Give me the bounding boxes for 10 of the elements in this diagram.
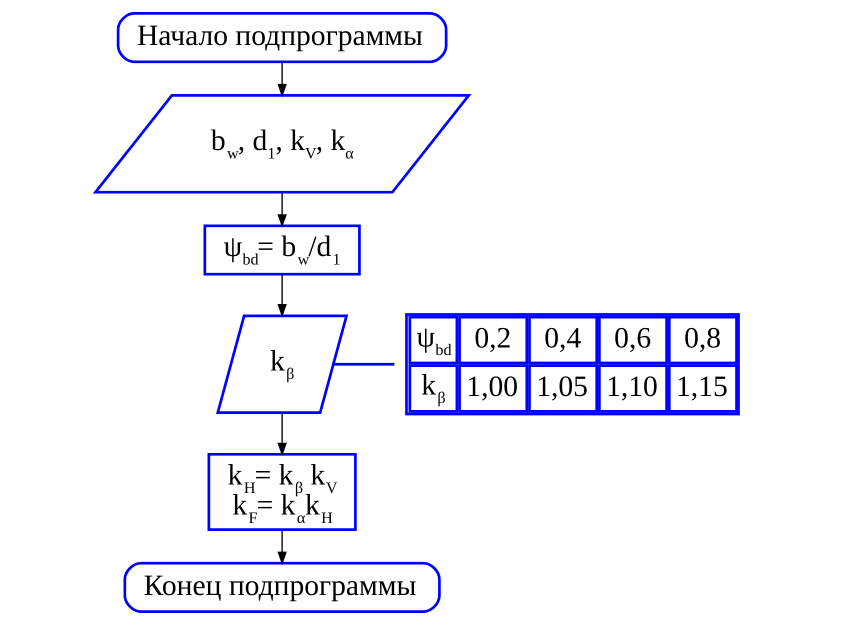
node-box: Конец подпрограммы (123, 562, 440, 613)
connector (333, 362, 394, 366)
arrow (276, 412, 286, 456)
arrow (276, 274, 286, 318)
node-box: Начало подпрограммы (116, 12, 447, 64)
arrow (276, 530, 286, 566)
arrow (276, 192, 286, 228)
node-box: ψ$_{bd}$= b$_{w}$/d$_{1}$ (202, 224, 360, 276)
arrow (276, 62, 286, 98)
node-box: k$_{H}$= k$_{β}$ k$_{V}$ k$_{F}$= k$_{α}$k$_{H}$ (207, 452, 356, 531)
